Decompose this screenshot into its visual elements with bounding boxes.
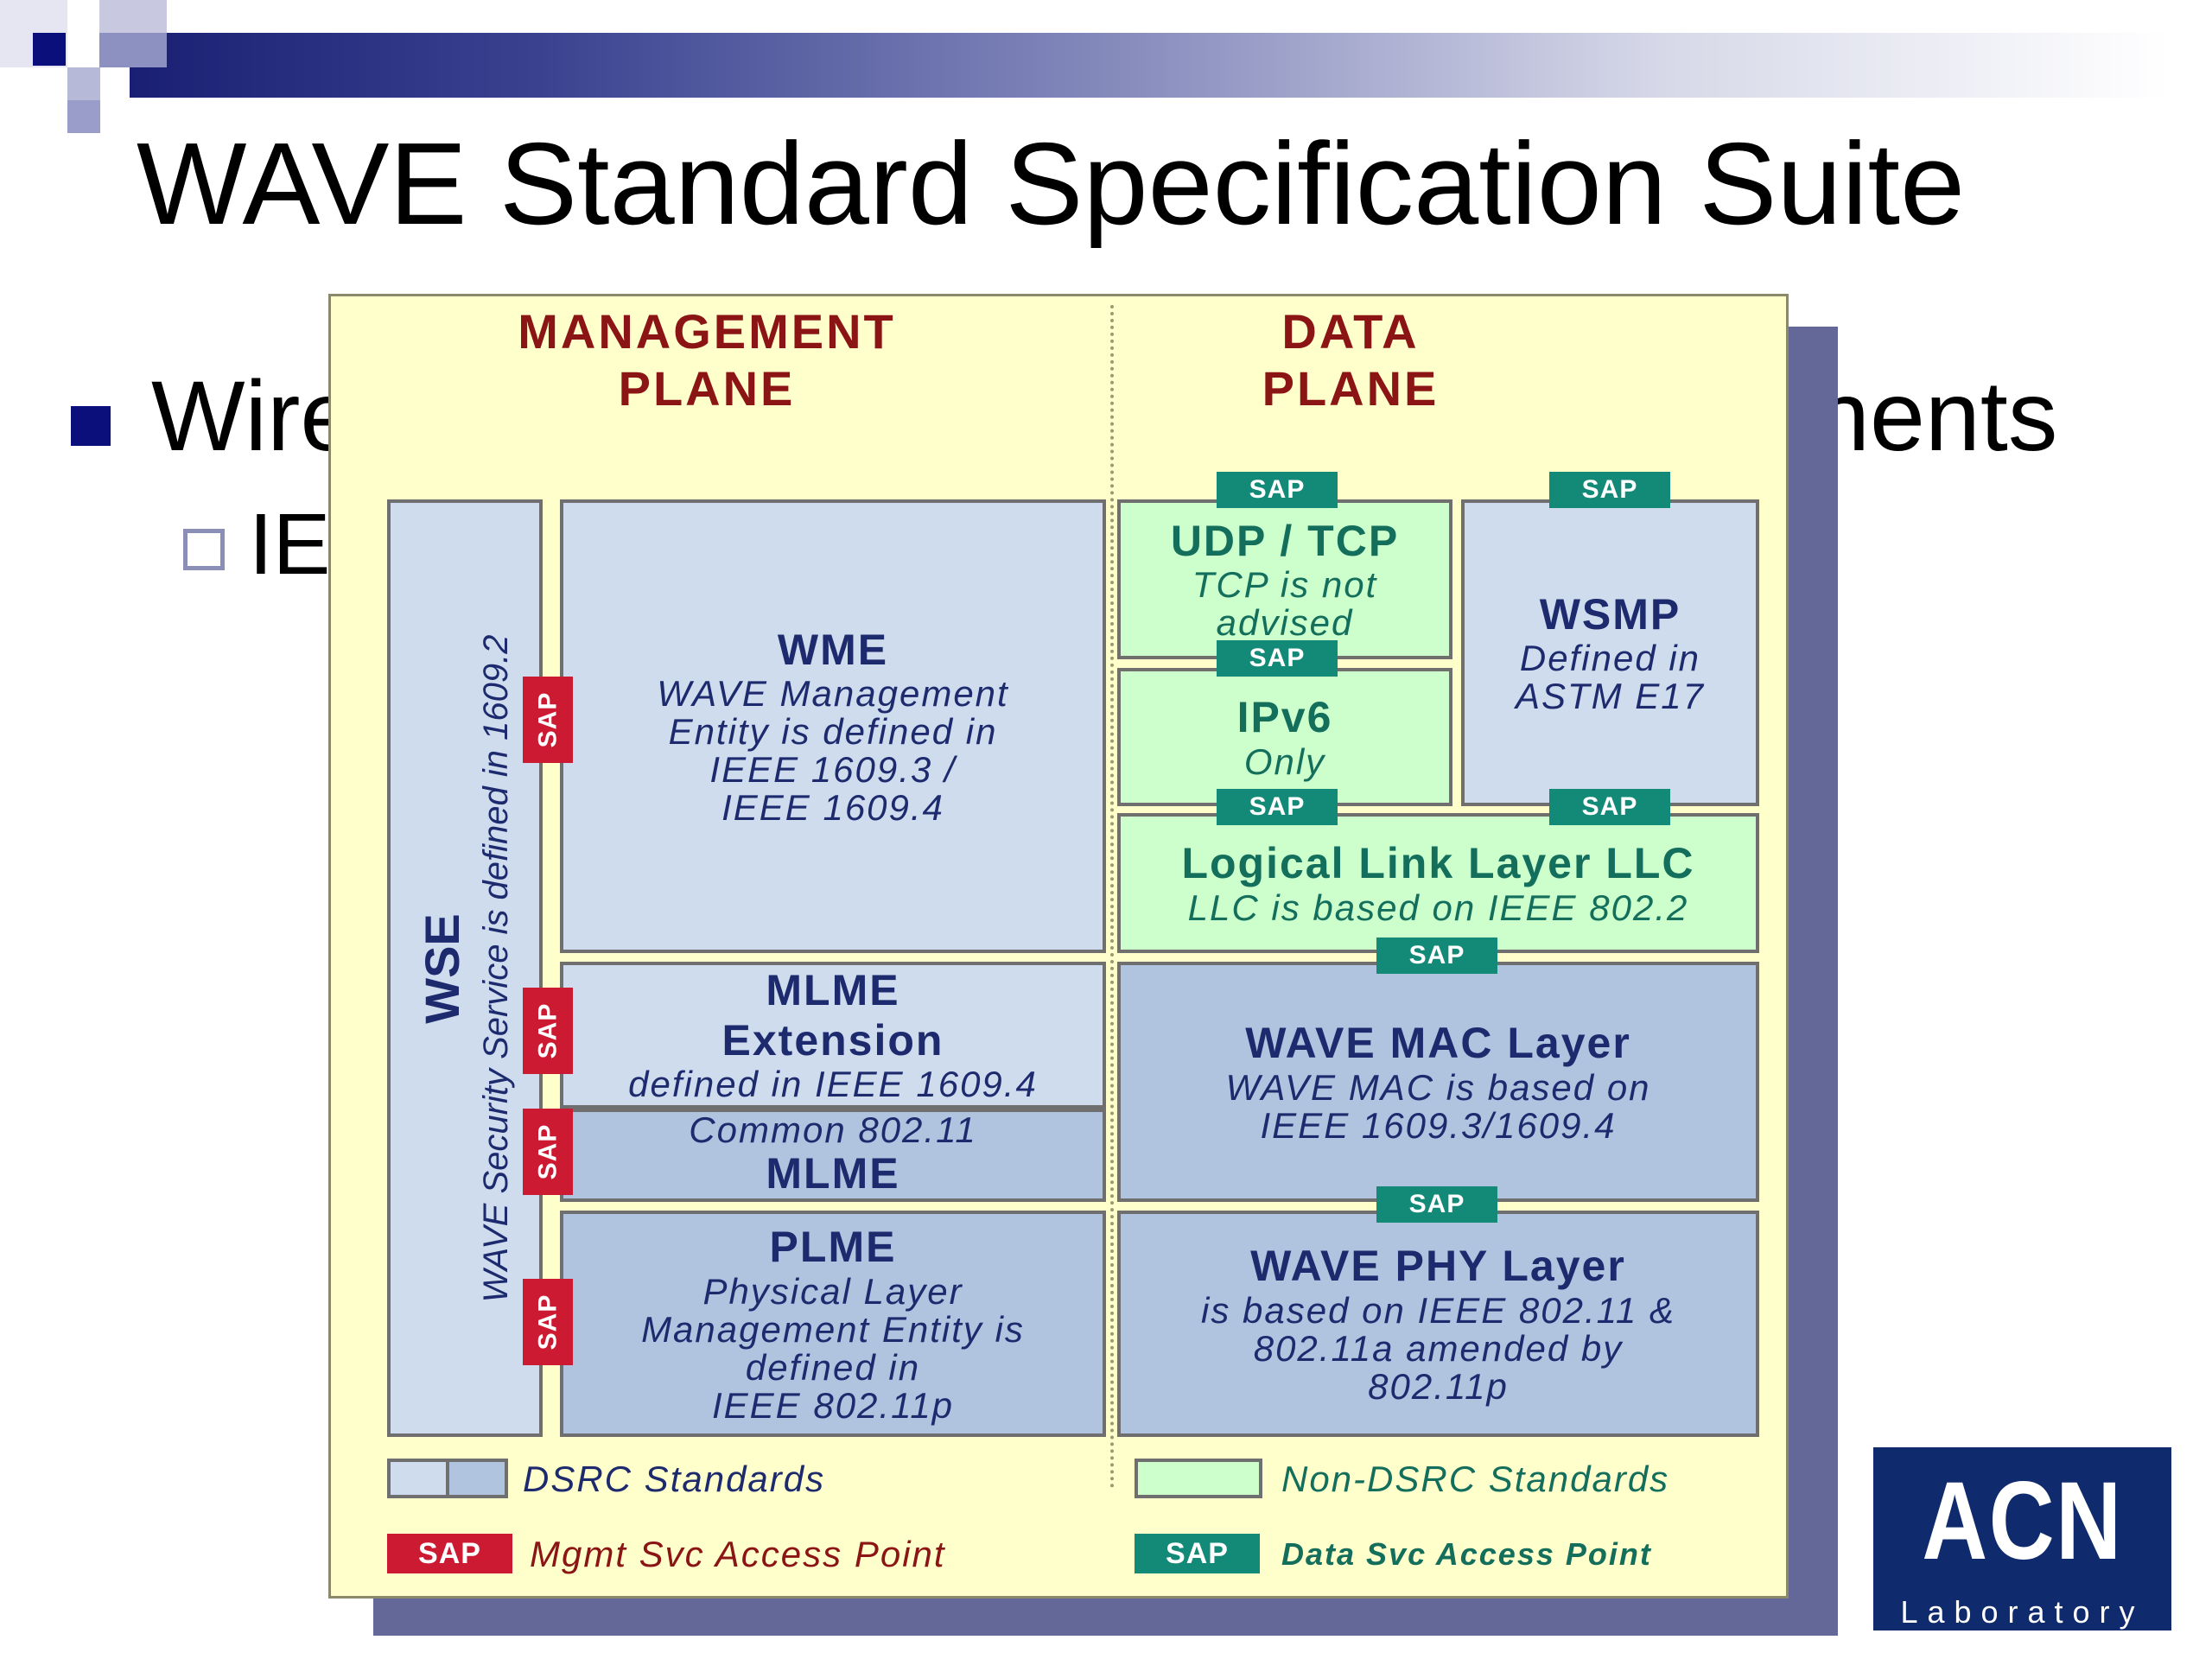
data-sap-badge: SAP xyxy=(1376,938,1497,974)
ipv6-subtitle: Only xyxy=(1243,741,1326,782)
page-title: WAVE Standard Specification Suite xyxy=(137,118,1966,249)
legend-mgmt-sap-badge: SAP xyxy=(387,1534,512,1573)
wse-title: WSE xyxy=(415,912,469,1024)
wave-phy-title: WAVE PHY Layer xyxy=(1250,1242,1626,1291)
sub-bullet-hollow-square-icon xyxy=(183,529,225,570)
wme-title: WME xyxy=(777,625,889,674)
bullet-text-right: nents xyxy=(1815,361,2058,472)
data-sap-badge: SAP xyxy=(1549,472,1670,508)
mlme-extension-box: MLME Extension defined in IEEE 1609.4 xyxy=(560,962,1106,1109)
mlme-extension-subtitle: defined in IEEE 1609.4 xyxy=(628,1064,1038,1105)
data-sap-badge: SAP xyxy=(1217,472,1338,508)
logo-subtitle: Laboratory xyxy=(1900,1594,2145,1630)
legend-dsrc-swatch-dark xyxy=(446,1459,508,1498)
wave-architecture-diagram: MANAGEMENT PLANE DATA PLANE WSE WAVE Sec… xyxy=(328,294,1789,1599)
legend-non-dsrc-swatch xyxy=(1135,1459,1262,1498)
header-decor-square xyxy=(67,67,100,100)
wse-label: WSE WAVE Security Service is defined in … xyxy=(414,528,516,1409)
management-plane-heading: MANAGEMENT PLANE xyxy=(518,304,896,416)
mgmt-sap-badge: SAP xyxy=(523,1279,573,1365)
ipv6-title: IPv6 xyxy=(1236,693,1333,742)
header-gradient-bar xyxy=(130,33,2169,98)
llc-box: Logical Link Layer LLC LLC is based on I… xyxy=(1117,813,1759,953)
wave-mac-title: WAVE MAC Layer xyxy=(1245,1019,1631,1068)
wave-mac-box: WAVE MAC Layer WAVE MAC is based on IEEE… xyxy=(1117,962,1759,1202)
wave-mac-subtitle: WAVE MAC is based on IEEE 1609.3/1609.4 xyxy=(1225,1066,1651,1146)
common-mlme-subtitle: Common 802.11 xyxy=(689,1109,977,1151)
plme-title: PLME xyxy=(769,1223,897,1272)
ipv6-box: IPv6 Only xyxy=(1117,668,1452,806)
data-sap-badge: SAP xyxy=(1217,789,1338,825)
wsmp-title: WSMP xyxy=(1539,589,1681,639)
mlme-extension-title: MLME Extension xyxy=(721,966,944,1065)
legend-data-sap-label: Data Svc Access Point xyxy=(1281,1536,1652,1572)
data-sap-badge: SAP xyxy=(1376,1186,1497,1223)
data-plane-heading: DATA PLANE xyxy=(1262,304,1440,416)
header-decor-square xyxy=(33,33,66,66)
bullet-square-icon xyxy=(71,406,111,446)
bullet-text-left: Wire xyxy=(151,361,356,472)
wave-phy-box: WAVE PHY Layer is based on IEEE 802.11 &… xyxy=(1117,1211,1759,1437)
sub-bullet-text: IE xyxy=(249,496,331,593)
legend-data-sap-badge: SAP xyxy=(1135,1534,1260,1573)
acn-laboratory-logo: ACN Laboratory xyxy=(1873,1447,2171,1630)
wsmp-subtitle: Defined in ASTM E17 xyxy=(1515,638,1706,717)
wse-box: WSE WAVE Security Service is defined in … xyxy=(387,499,543,1437)
common-mlme-title: MLME xyxy=(766,1149,900,1198)
wse-subtitle: WAVE Security Service is defined in 1609… xyxy=(477,634,515,1303)
wave-phy-subtitle: is based on IEEE 802.11 & 802.11a amende… xyxy=(1201,1289,1675,1407)
wme-subtitle: WAVE Management Entity is defined in IEE… xyxy=(657,673,1009,829)
legend-mgmt-sap-label: Mgmt Svc Access Point xyxy=(530,1534,946,1574)
legend-dsrc-label: DSRC Standards xyxy=(523,1459,826,1499)
wme-box: WME WAVE Management Entity is defined in… xyxy=(560,499,1106,953)
data-sap-badge: SAP xyxy=(1217,640,1338,677)
mgmt-sap-badge: SAP xyxy=(523,677,573,763)
llc-title: Logical Link Layer LLC xyxy=(1181,839,1695,888)
plme-subtitle: Physical Layer Management Entity is defi… xyxy=(641,1270,1025,1426)
mgmt-sap-badge: SAP xyxy=(523,988,573,1074)
llc-subtitle: LLC is based on IEEE 802.2 xyxy=(1187,887,1689,928)
wsmp-box: WSMP Defined in ASTM E17 xyxy=(1461,499,1759,806)
logo-name: ACN xyxy=(1922,1459,2123,1583)
udp-tcp-subtitle: TCP is not advised xyxy=(1192,564,1378,644)
header-decor-square xyxy=(67,100,100,133)
legend-dsrc-swatch-light xyxy=(387,1459,449,1498)
legend-non-dsrc-label: Non-DSRC Standards xyxy=(1281,1459,1670,1499)
mgmt-sap-badge: SAP xyxy=(523,1109,573,1195)
data-sap-badge: SAP xyxy=(1549,789,1670,825)
plane-divider xyxy=(1110,305,1114,1489)
udp-tcp-title: UDP / TCP xyxy=(1170,516,1400,565)
header-decor-square xyxy=(99,33,167,67)
common-mlme-box: Common 802.11 MLME xyxy=(560,1109,1106,1202)
plme-box: PLME Physical Layer Management Entity is… xyxy=(560,1211,1106,1437)
udp-tcp-box: UDP / TCP TCP is not advised xyxy=(1117,499,1452,659)
